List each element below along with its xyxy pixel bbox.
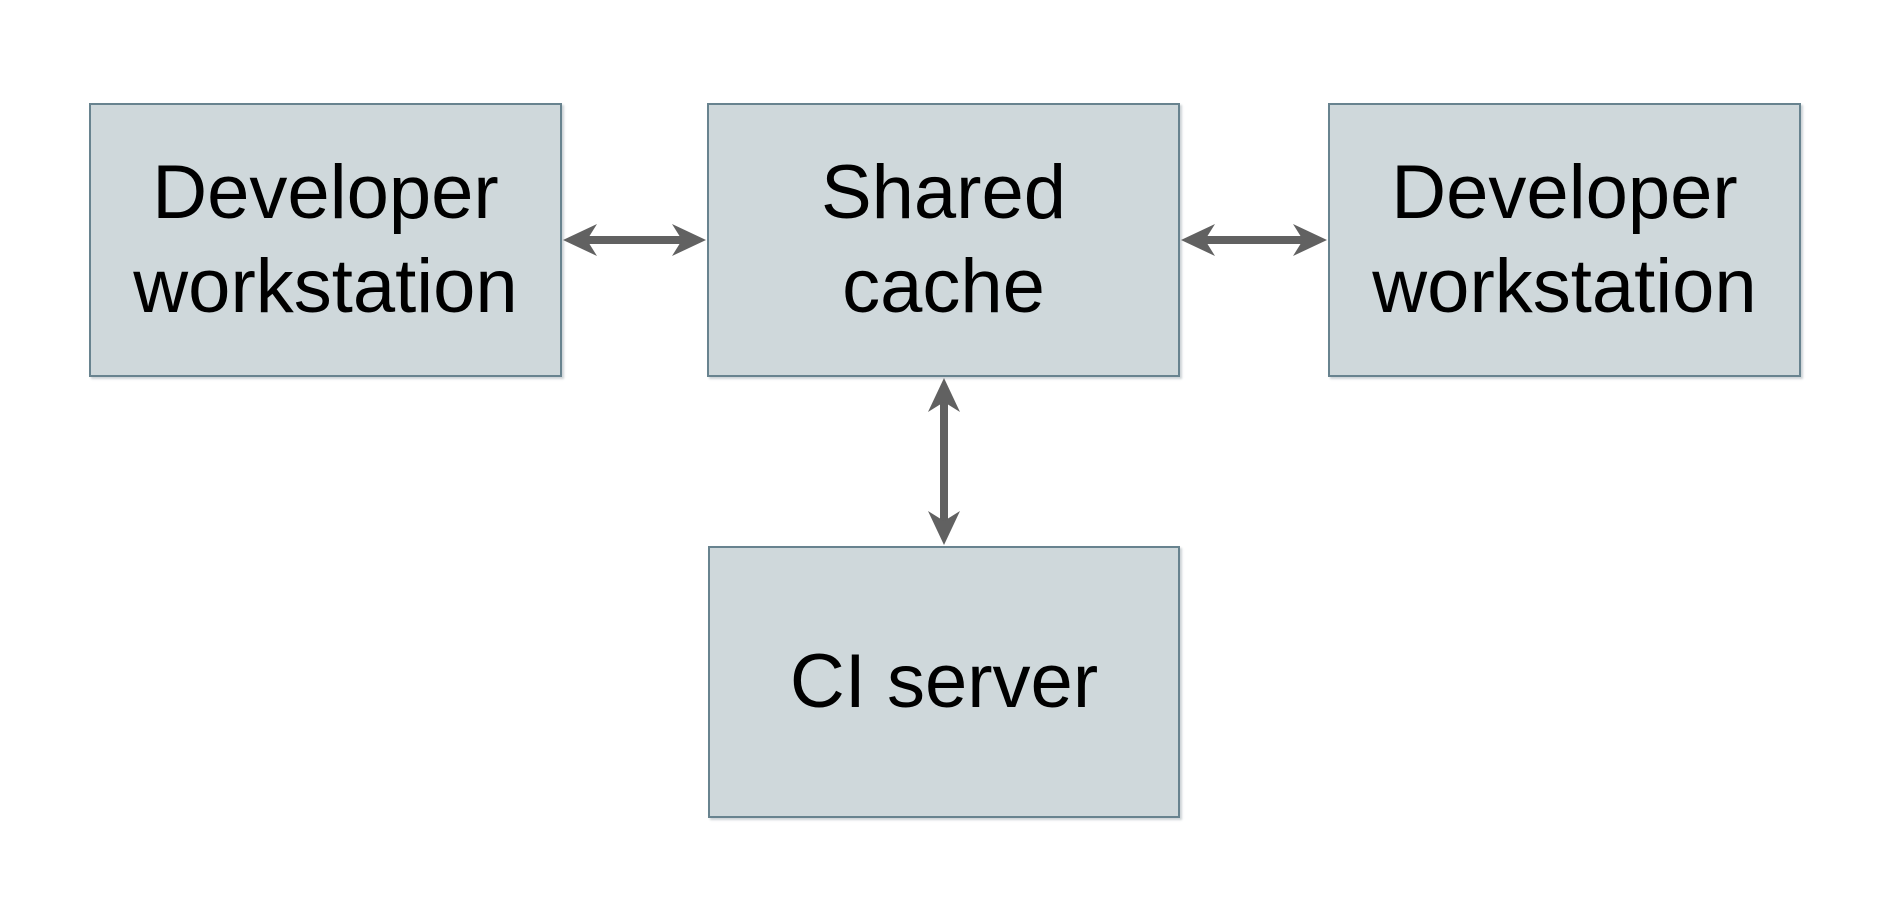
arrow-shared-cache-ci-server-bidirectional-icon	[928, 378, 960, 545]
node-ci-server: CI server	[708, 546, 1180, 818]
node-label-ci-server: CI server	[789, 639, 1099, 724]
node-label-shared-cache: Shared cache	[820, 150, 1067, 329]
node-shared-cache: Shared cache	[707, 103, 1180, 377]
arrow-left-workstation-shared-cache-bidirectional-icon	[563, 224, 706, 256]
node-label-developer-workstation-left: Developer workstation	[133, 150, 518, 329]
node-developer-workstation-right: Developer workstation	[1328, 103, 1801, 377]
node-developer-workstation-left: Developer workstation	[89, 103, 562, 377]
node-label-developer-workstation-right: Developer workstation	[1372, 150, 1757, 329]
arrow-shared-cache-right-workstation-bidirectional-icon	[1181, 224, 1327, 256]
